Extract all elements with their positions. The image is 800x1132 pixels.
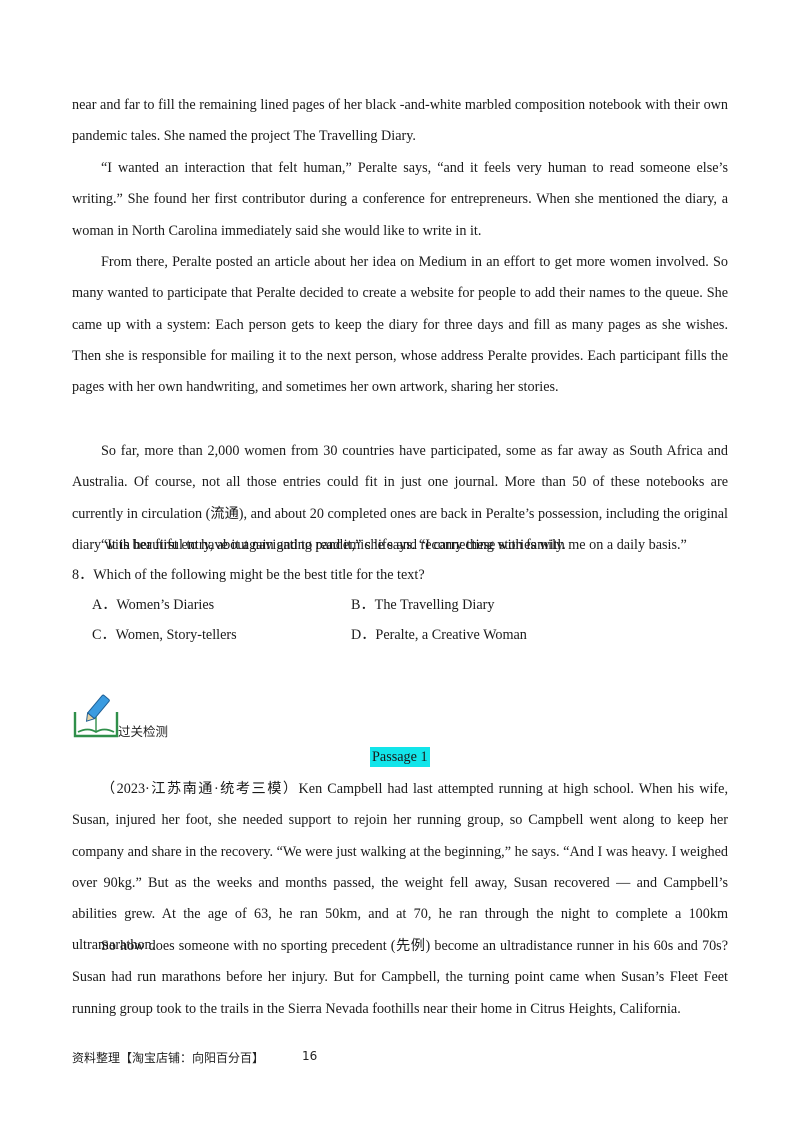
paragraph: “I wanted an interaction that felt human… <box>72 160 728 239</box>
page-number: 16 <box>302 1049 318 1063</box>
paragraph: near and far to fill the remaining lined… <box>72 97 728 145</box>
section-header <box>72 694 192 740</box>
option-d: D．Peralte, a Creative Woman <box>351 627 527 643</box>
paragraph: From there, Peralte posted an article ab… <box>72 254 728 396</box>
section-title: 过关检测 <box>118 724 169 739</box>
book-pencil-icon <box>73 694 119 738</box>
option-a: A．Women’s Diaries <box>92 597 215 613</box>
paragraph: So far, more than 2,000 women from 30 co… <box>72 443 728 553</box>
paragraph: So how does someone with no sporting pre… <box>72 938 728 1017</box>
option-b: B．The Travelling Diary <box>351 597 495 613</box>
paragraph: “It is beautiful to have it again and to… <box>101 537 687 553</box>
paragraph: （2023·江苏南通·统考三模）Ken Campbell had last at… <box>72 781 728 954</box>
question-stem: 8．Which of the following might be the be… <box>72 567 425 583</box>
passage-label: Passage 1 <box>370 747 430 767</box>
option-c: C．Women, Story-tellers <box>92 627 237 643</box>
footer-text: 资料整理【淘宝店铺：向阳百分百】 <box>72 1051 265 1065</box>
